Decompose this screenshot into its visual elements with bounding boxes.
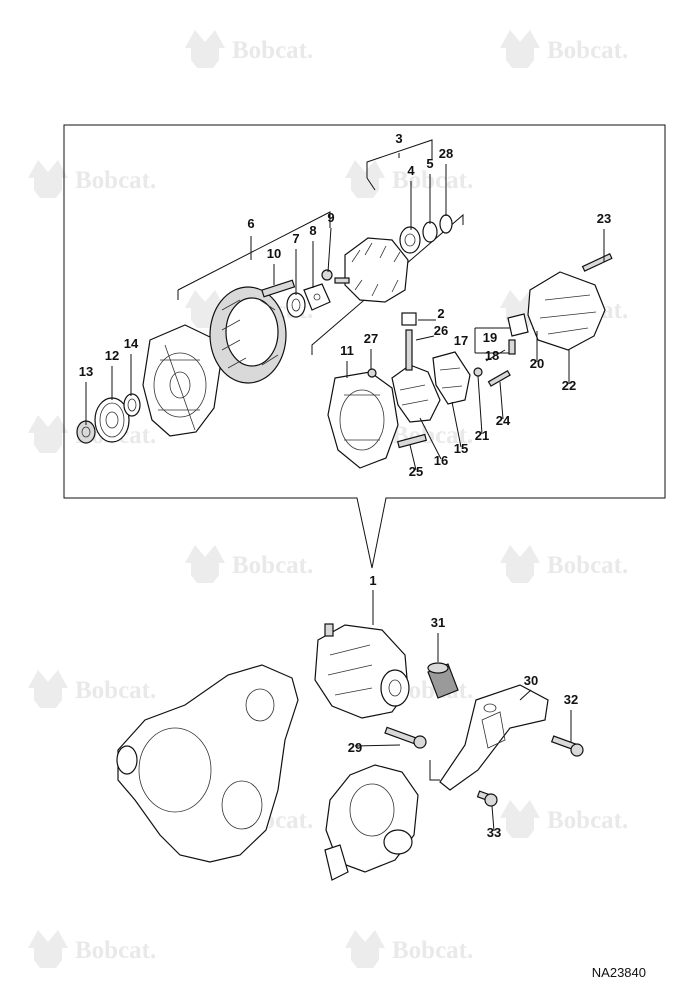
watermark-text: Bobcat. [547, 552, 628, 579]
callout-label-29: 29 [348, 740, 362, 755]
callout-label-28: 28 [439, 146, 453, 161]
part-screw [321, 269, 333, 281]
callout-label-12: 12 [105, 348, 119, 363]
callout-label-16: 16 [434, 453, 448, 468]
watermark-logo-icon [500, 30, 540, 68]
part-rear-cover [527, 271, 606, 351]
part-spacer-collar [123, 393, 141, 417]
part-rear-bearing [399, 226, 421, 254]
callout-label-3: 3 [395, 131, 402, 146]
callout-label-33: 33 [487, 825, 501, 840]
callout-label-14: 14 [124, 336, 139, 351]
watermark-logo-icon [345, 160, 385, 198]
part-bolt-23 [581, 253, 613, 272]
watermark-text: Bobcat. [547, 807, 628, 834]
watermark-logo-icon [28, 160, 68, 198]
part-bolt-33 [476, 790, 498, 807]
part-bushing-31 [427, 662, 459, 699]
part-screw-27 [367, 368, 377, 378]
part-brush-spring [508, 339, 516, 355]
callout-label-9: 9 [327, 210, 334, 225]
watermark-text: Bobcat. [392, 167, 473, 194]
watermark-text: Bobcat. [547, 37, 628, 64]
callout-label-19: 19 [483, 330, 497, 345]
diagram-reference-number: NA23840 [592, 965, 646, 980]
callout-label-32: 32 [564, 692, 578, 707]
part-bolt-25 [396, 433, 428, 449]
watermark-text: Bobcat. [75, 937, 156, 964]
callout-label-23: 23 [597, 211, 611, 226]
watermark-logo-icon [500, 545, 540, 583]
callout-label-31: 31 [431, 615, 445, 630]
watermark-text: Bobcat. [232, 37, 313, 64]
watermark-text: Bobcat. [75, 167, 156, 194]
watermark-logo-icon [185, 545, 225, 583]
callout-label-13: 13 [79, 364, 93, 379]
callout-label-10: 10 [267, 246, 281, 261]
callout-label-21: 21 [475, 428, 489, 443]
callout-label-20: 20 [530, 356, 544, 371]
watermark-logo-icon [500, 800, 540, 838]
watermark-text: Bobcat. [75, 677, 156, 704]
callout-label-25: 25 [409, 464, 423, 479]
part-rear-end-frame [327, 371, 399, 469]
part-alternator-assembly [314, 623, 410, 719]
part-bolt-29 [384, 726, 427, 749]
part-rectifier [391, 364, 441, 423]
callout-label-7: 7 [292, 231, 299, 246]
part-oring [439, 214, 453, 234]
part-stator [209, 286, 287, 384]
callout-label-5: 5 [426, 156, 433, 171]
part-brush-holder [507, 313, 529, 337]
part-bolt-32 [550, 735, 584, 757]
callout-label-30: 30 [524, 673, 538, 688]
callout-label-15: 15 [454, 441, 468, 456]
callout-label-22: 22 [562, 378, 576, 393]
callout-label-18: 18 [485, 348, 499, 363]
watermark-logo-icon [28, 670, 68, 708]
part-terminal-bolt [401, 312, 417, 371]
watermark-text: Bobcat. [392, 937, 473, 964]
part-rotor [334, 237, 409, 303]
part-pulley [94, 397, 130, 443]
part-adjusting-bracket [439, 684, 549, 791]
callout-label-26: 26 [434, 323, 448, 338]
callout-label-4: 4 [407, 163, 415, 178]
watermark-logo-icon [28, 930, 68, 968]
callout-label-6: 6 [247, 216, 254, 231]
callout-label-27: 27 [364, 331, 378, 346]
callout-label-2: 2 [437, 306, 444, 321]
part-pulley-nut [76, 420, 96, 444]
part-bearing [286, 292, 306, 318]
watermark-logo-icon [28, 415, 68, 453]
part-timing-gear-case [116, 664, 299, 863]
watermark-text: Bobcat. [232, 552, 313, 579]
part-retainer-plate [303, 283, 331, 311]
part-drive-end-frame [142, 324, 221, 437]
part-rotor-shaft [261, 279, 296, 298]
part-bolt-24 [487, 369, 511, 387]
part-regulator [432, 351, 471, 405]
callout-label-17: 17 [454, 333, 468, 348]
callout-label-1: 1 [369, 573, 376, 588]
part-screw-21 [473, 367, 483, 377]
watermark-logo-icon [185, 30, 225, 68]
part-bearing-cover [422, 221, 438, 243]
callout-label-8: 8 [309, 223, 316, 238]
exploded-view-frame [63, 124, 666, 569]
watermark-logo-icon [345, 930, 385, 968]
callout-label-11: 11 [340, 343, 354, 358]
leader-lines [85, 164, 605, 832]
part-water-pump [324, 764, 419, 881]
callout-label-24: 24 [496, 413, 511, 428]
